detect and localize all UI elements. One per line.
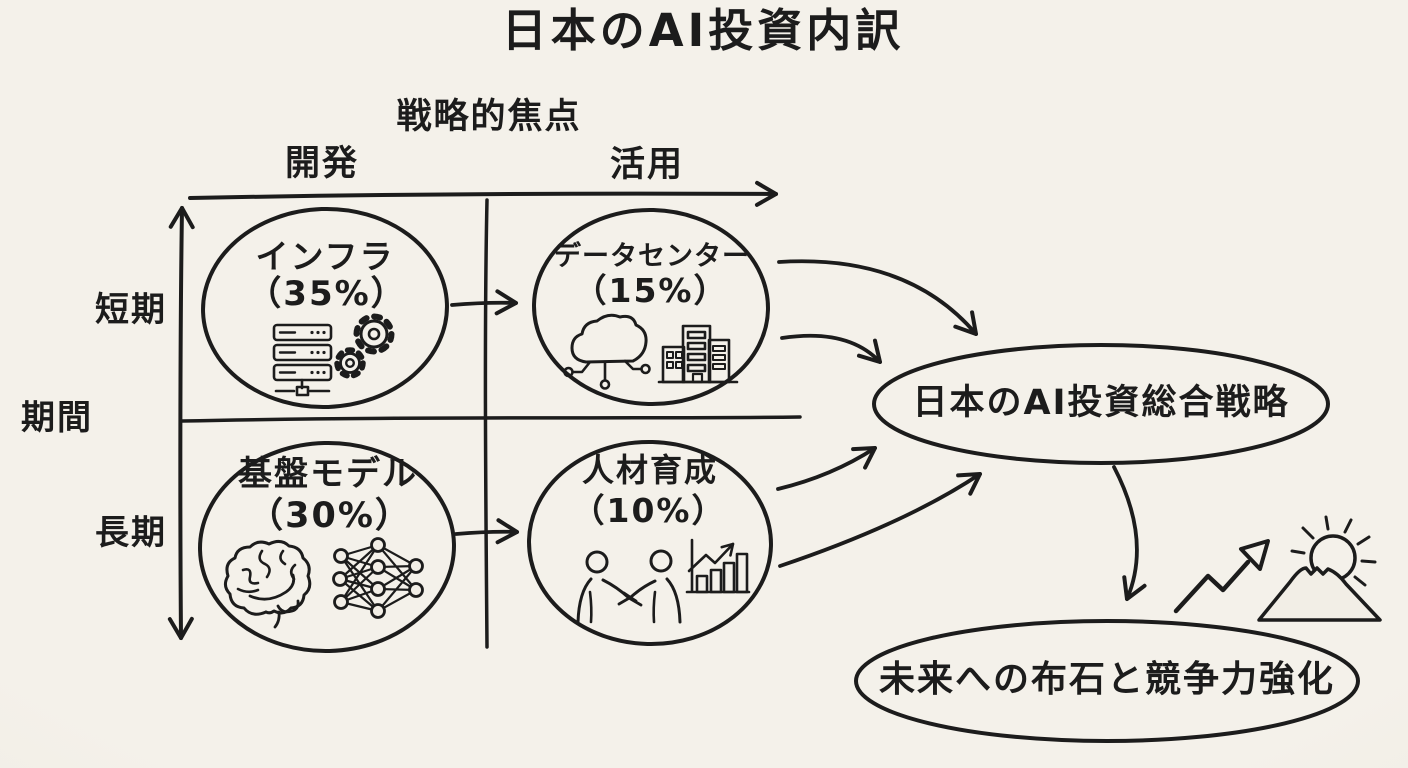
- quadrant-data-center-label: データセンター: [554, 241, 750, 272]
- column-label-development: 開発: [284, 144, 360, 184]
- trending-up-arrow-icon: [1173, 539, 1270, 614]
- server-rack-icon: [272, 323, 333, 397]
- arrow-datacenter-top-to-strategy: [777, 259, 978, 336]
- row-label-long-term: 長期: [95, 513, 167, 553]
- y-axis-title: 期間: [21, 398, 93, 438]
- diagram-title: 日本のAI投資内訳: [501, 4, 905, 57]
- quadrant-infrastructure-label: インフラ: [255, 237, 395, 276]
- arrow-datacenter-to-strategy: [780, 333, 882, 364]
- arrow-infra-to-datacenter: [450, 289, 518, 316]
- quadrant-data-center-share: （15%）: [573, 271, 729, 310]
- growth-chart-icon: [685, 538, 751, 594]
- brain-icon: [223, 539, 312, 629]
- strategy-label: 日本のAI投資総合戦略: [912, 383, 1290, 423]
- quadrant-foundation-model-label: 基盤モデル: [238, 454, 418, 494]
- quadrant-talent-development-label: 人材育成: [581, 451, 719, 489]
- neural-network-icon: [332, 537, 424, 619]
- bubble-strategy: [872, 343, 1330, 465]
- bubble-talent-development: [527, 439, 773, 647]
- bubble-future: [854, 619, 1360, 743]
- cloud-network-icon: [563, 313, 651, 390]
- matrix-axes: [167, 180, 802, 649]
- handshake-icon: [576, 549, 682, 624]
- flow-arrows: [450, 259, 1147, 601]
- quadrant-infrastructure-share: （35%）: [247, 274, 407, 314]
- bubble-data-center: [532, 207, 770, 407]
- quadrant-talent-development-share: （10%）: [571, 491, 727, 530]
- bubble-infrastructure: [201, 206, 449, 410]
- arrow-foundation-to-talent: [454, 518, 519, 545]
- row-label-short-term: 短期: [95, 290, 167, 330]
- arrow-talent-to-strategy: [776, 446, 877, 491]
- column-label-utilization: 活用: [609, 145, 685, 185]
- arrow-talent-bottom-to-strategy: [778, 472, 982, 568]
- buildings-icon: [657, 324, 739, 384]
- future-label: 未来への布石と競争力強化: [878, 659, 1336, 700]
- arrow-strategy-to-future: [1112, 465, 1147, 601]
- mount-fuji-sun-icon: [1257, 515, 1382, 622]
- quadrant-foundation-model-share: （30%）: [248, 496, 412, 536]
- gears-icon: [334, 313, 395, 379]
- x-axis-title: 戦略的焦点: [396, 97, 582, 137]
- bubble-foundation-model: [198, 440, 456, 654]
